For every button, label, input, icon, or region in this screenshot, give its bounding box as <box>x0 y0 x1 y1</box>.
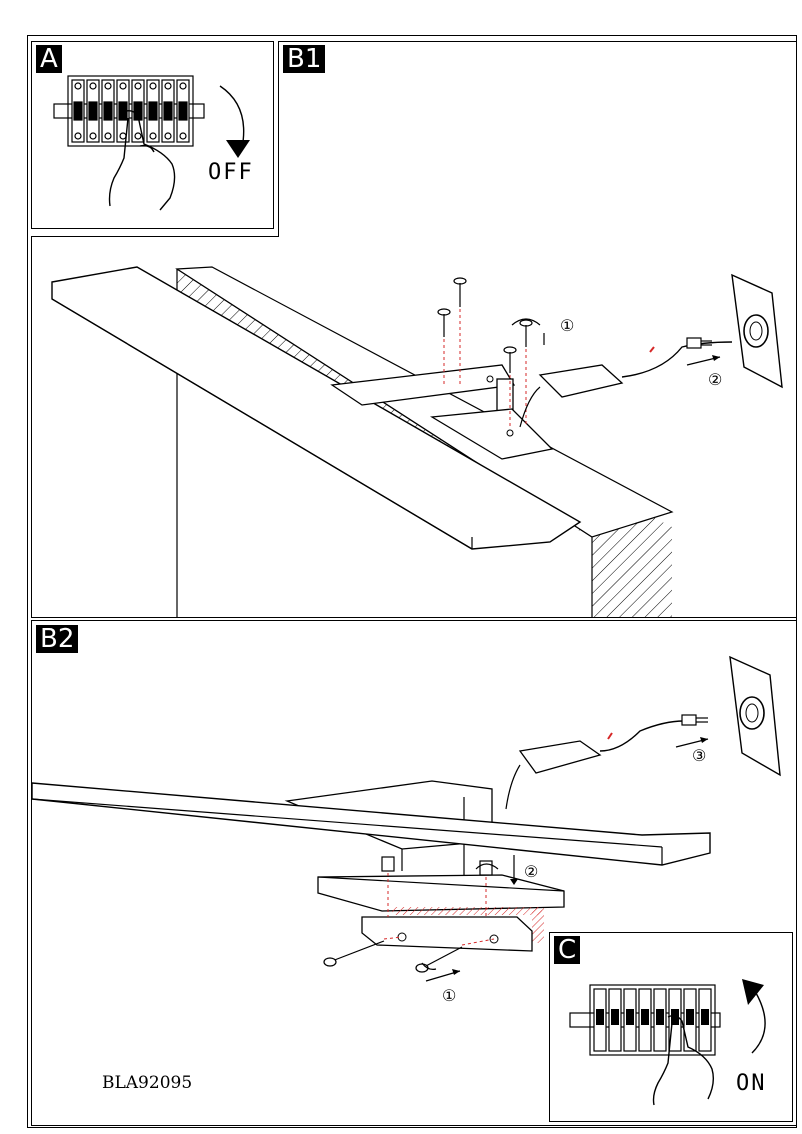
b2-step-1: ① <box>442 986 456 1005</box>
b2-step-3: ③ <box>692 746 706 765</box>
hand-icon <box>108 109 176 211</box>
mirror-light-diagram-b1: ① ② <box>51 266 783 617</box>
mirror-light-diagram-b2: ② ① ③ <box>32 655 781 1005</box>
hand-icon <box>652 1014 715 1106</box>
b1-step-1: ① <box>560 316 574 335</box>
panel-c: C ON <box>549 932 793 1122</box>
wall-socket-icon <box>731 273 783 389</box>
rotation-arrow-icon <box>219 85 245 149</box>
power-plug-icon <box>686 337 712 349</box>
panel-c-state-text: ON <box>736 1071 767 1096</box>
b1-step-2: ② <box>708 370 722 389</box>
panel-a: A O <box>31 41 274 229</box>
rotation-arrow-icon <box>751 992 766 1054</box>
panel-b1: ① ② <box>31 236 797 618</box>
model-code: BLA92095 <box>102 1073 193 1093</box>
driver-box-icon <box>518 740 602 774</box>
panel-a-state-text: OFF <box>208 160 254 185</box>
power-plug-icon <box>681 714 708 726</box>
rotation-arrow-icon <box>511 318 541 326</box>
panel-a-label: A <box>36 45 62 73</box>
b2-step-2: ② <box>524 862 538 881</box>
panel-b2-label: B2 <box>36 625 79 653</box>
wall-socket-icon <box>729 655 781 777</box>
breaker-panel-icon <box>569 979 766 1106</box>
panel-b1-label: B1 <box>283 45 326 73</box>
breaker-panel-icon <box>53 75 250 211</box>
panel-c-label: C <box>554 936 581 964</box>
driver-box-icon <box>538 364 624 398</box>
screw-icon <box>437 277 533 373</box>
panel-b1-header: B1 <box>278 41 797 237</box>
